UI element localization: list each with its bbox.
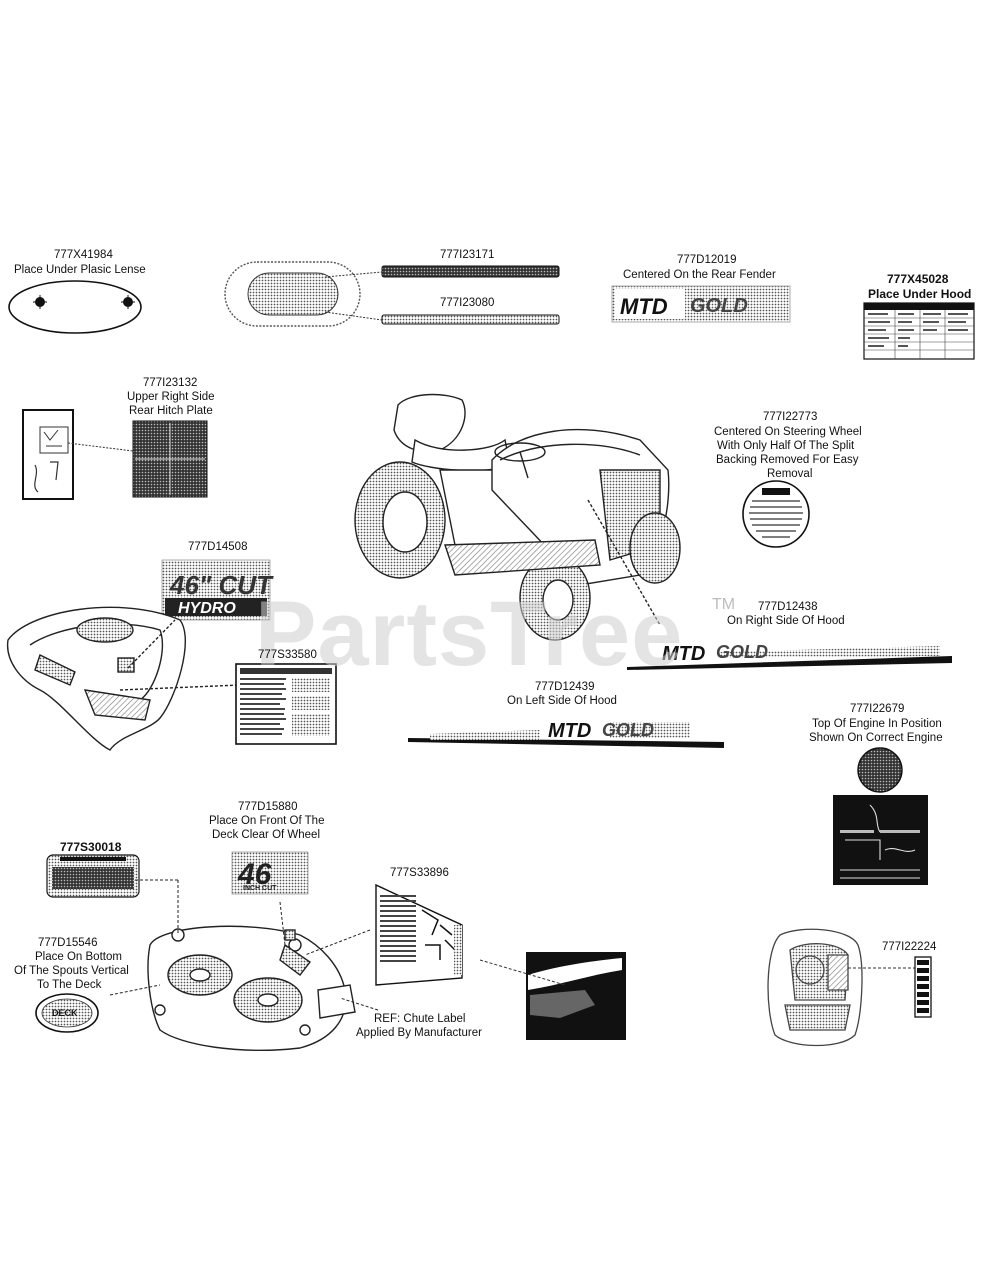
left-hood-mtd-text: MTD: [548, 720, 591, 742]
part-note-777i22773-line4: Removal: [767, 468, 813, 480]
part-note-777i22679-line1: Top Of Engine In Position: [812, 718, 942, 730]
fender-body-shroud: [6, 606, 241, 751]
deck-warning-label: [46, 854, 140, 898]
part-note-777x45028: Place Under Hood: [868, 287, 972, 301]
under-hood-chart: [863, 302, 975, 360]
part-note-777d15880-line1: Place On Front Of The: [209, 815, 325, 827]
part-number-777d12438: 777D12438: [758, 601, 818, 613]
chute-warning-label: [375, 883, 463, 986]
part-note-777i22773-line3: Backing Removed For Easy: [716, 454, 859, 466]
parts-tree-watermark: PartsTree: [255, 583, 684, 685]
deck-46-decal: [231, 851, 309, 895]
part-number-777d15880: 777D15880: [238, 801, 298, 813]
engine-bar-decal: [914, 956, 932, 1018]
part-number-777i22773: 777I22773: [763, 411, 818, 423]
left-hood-gold-text: GOLD: [602, 720, 654, 740]
part-note-777d12439: On Left Side Of Hood: [507, 695, 617, 707]
fender-mtd-text: MTD: [620, 294, 668, 319]
part-note-777d15546-line2: Of The Spouts Vertical: [14, 965, 129, 977]
right-hood-stripe-decal: [627, 646, 952, 670]
part-number-777d14508: 777D14508: [188, 541, 248, 553]
part-note-777x41984: Place Under Plasic Lense: [14, 264, 146, 276]
part-note-777d12438: On Right Side Of Hood: [727, 615, 845, 627]
headlight-lens-decal: [224, 261, 560, 327]
steering-wheel-round-decal: [742, 480, 810, 548]
discharge-chute-illustration: [479, 952, 626, 1040]
part-number-777s30018: 777S30018: [60, 840, 122, 854]
part-note-777d15546-line3: To The Deck: [37, 979, 102, 991]
hitch-plate-decal: [22, 409, 208, 500]
deck-46-text: 46: [237, 858, 272, 891]
spout-oval-badge: [35, 993, 99, 1033]
deck-badge-text: DECK: [52, 1008, 78, 1018]
part-number-777d15546: 777D15546: [38, 937, 98, 949]
part-note-777d15546-line1: Place On Bottom: [35, 951, 122, 963]
part-note-777d12019: Centered On the Rear Fender: [623, 269, 776, 281]
safety-warning-label: [235, 663, 337, 745]
engine-top-decals: [833, 747, 928, 885]
cut-46-text: 46" CUT: [169, 570, 274, 600]
oval-lens-decal: [8, 280, 142, 334]
chute-label-note-line2: Applied By Manufacturer: [356, 1027, 482, 1039]
hydro-text: HYDRO: [178, 600, 236, 617]
part-number-777d12439: 777D12439: [535, 681, 595, 693]
part-number-777i22679: 777I22679: [850, 703, 905, 715]
part-number-777i23171: 777I23171: [440, 249, 495, 261]
left-hood-stripe-decal: [408, 722, 724, 748]
fender-mtd-decal: [611, 285, 791, 323]
part-number-777s33896: 777S33896: [390, 867, 449, 879]
right-hood-mtd-text: MTD: [662, 643, 705, 665]
part-number-777i23132: 777I23132: [143, 377, 198, 389]
part-note-777i22773-line2: With Only Half Of The Split: [717, 440, 855, 452]
part-number-777i22224: 777I22224: [882, 941, 937, 953]
engine-illustration: [767, 928, 915, 1047]
watermark-trademark: TM: [712, 596, 736, 613]
part-note-777i22679-line2: Shown On Correct Engine: [809, 732, 943, 744]
part-note-777i22773-line1: Centered On Steering Wheel: [714, 426, 862, 438]
part-note-777d15880-line2: Deck Clear Of Wheel: [212, 829, 321, 841]
right-hood-gold-text: GOLD: [716, 642, 768, 662]
chute-label-note-line1: REF: Chute Label: [374, 1013, 466, 1025]
part-note-777i23132-line1: Upper Right Side: [127, 391, 215, 403]
part-number-777s33580: 777S33580: [258, 649, 317, 661]
cut-hydro-decal: [161, 559, 271, 621]
lawn-tractor-illustration: [354, 393, 681, 641]
deck-46-subtext: INCH CUT: [243, 885, 277, 892]
fender-gold-text: GOLD: [690, 295, 748, 317]
mower-deck-illustration: [109, 879, 379, 1051]
part-number-777d12019: 777D12019: [677, 254, 737, 266]
part-note-777i23132-line2: Rear Hitch Plate: [129, 405, 213, 417]
part-number-777x41984: 777X41984: [54, 249, 113, 261]
part-number-777x45028: 777X45028: [887, 272, 949, 286]
part-number-777i23080: 777I23080: [440, 297, 495, 309]
